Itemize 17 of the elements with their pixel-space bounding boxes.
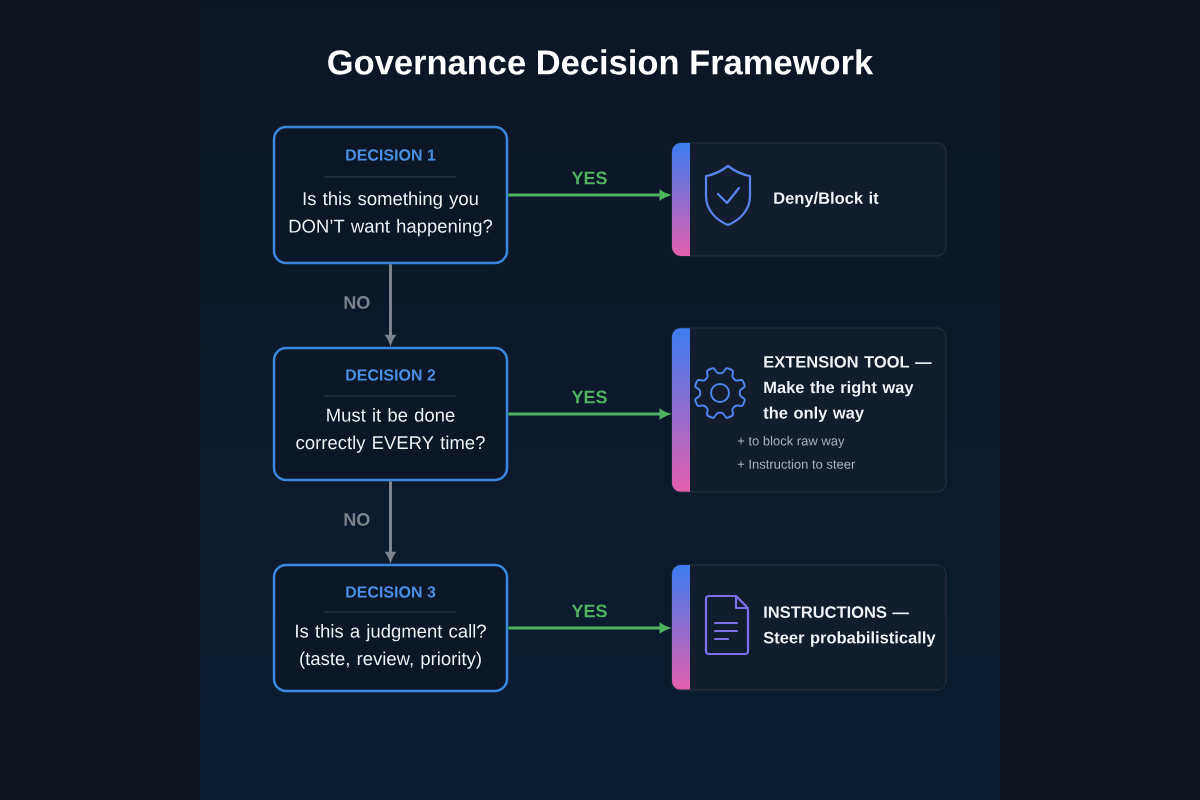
edge-label: YES [571, 171, 607, 185]
arrow [508, 623, 669, 633]
arrow [508, 190, 669, 200]
edge-label: NO [344, 296, 370, 309]
arrow [385, 481, 396, 562]
arrow [508, 409, 669, 419]
edge-label: YES [571, 390, 607, 404]
edge-label: NO [344, 513, 370, 526]
arrow [385, 264, 396, 345]
outcome-card: Deny/Block it [671, 142, 947, 257]
decision-box: DECISION 3 Is this a judgment call? (taste, review, priority) [272, 563, 509, 693]
outcome-card: INSTRUCTIONS — Steer probabilistically [671, 564, 947, 691]
decision-box: DECISION 2 Must it be done correctly EVERY time? [272, 346, 509, 482]
outcome-card: EXTENSION TOOL — Make the right way the only way + to block raw way + Instruction to steer [671, 327, 947, 493]
decision-box: DECISION 1 Is this something you DON’T want happening? [272, 125, 509, 265]
title: Governance Decision Framework [328, 49, 874, 75]
edge-label: YES [571, 604, 607, 618]
